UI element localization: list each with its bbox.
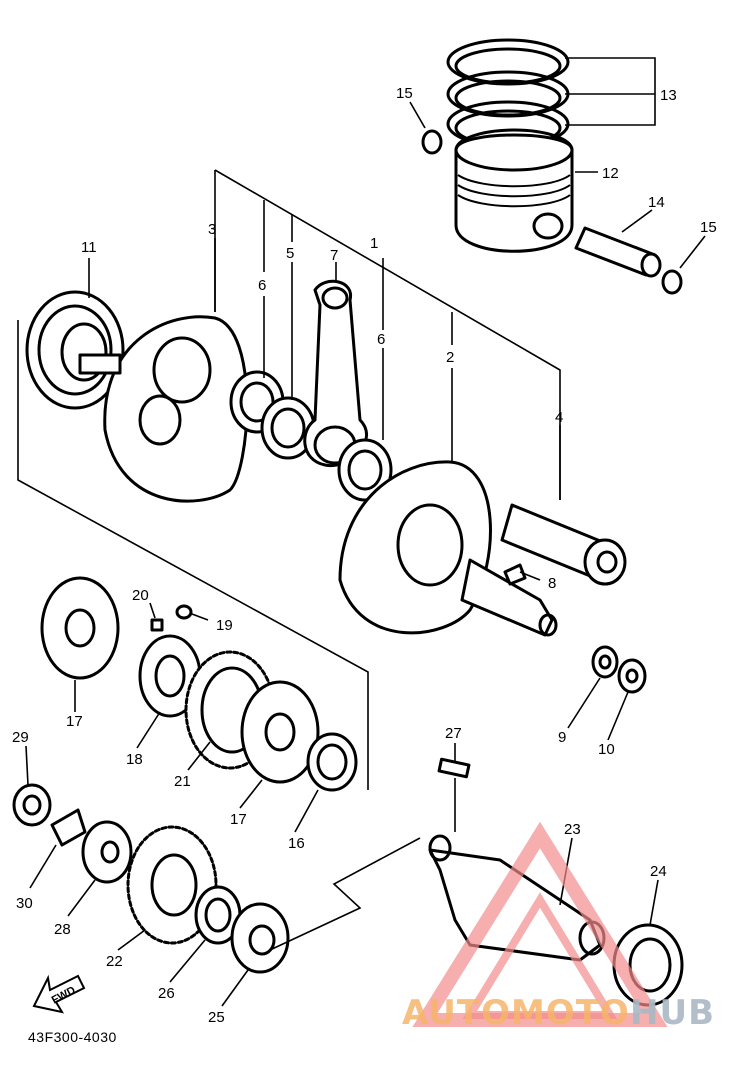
leader-lines xyxy=(25,57,706,1007)
callout-24: 24 xyxy=(650,863,667,880)
washer-28 xyxy=(81,820,133,884)
gear-22 xyxy=(126,825,218,945)
callout-11: 11 xyxy=(81,239,97,256)
nut-29 xyxy=(12,783,52,827)
piston xyxy=(454,128,574,253)
callout-17-right: 17 xyxy=(230,811,247,828)
callout-27: 27 xyxy=(445,725,462,742)
callout-3: 3 xyxy=(208,221,216,238)
callout-21: 21 xyxy=(174,773,191,790)
watermark: AUTOMOTO HUB xyxy=(402,821,715,1033)
lock-washer-30 xyxy=(50,808,87,847)
callout-13: 13 xyxy=(660,87,677,104)
callout-23: 23 xyxy=(564,821,581,838)
callout-10: 10 xyxy=(598,741,615,758)
washer-6-right xyxy=(337,438,393,502)
callout-4: 4 xyxy=(555,409,563,426)
bearing-26 xyxy=(194,885,242,945)
callout-labels: 1 2 3 4 5 6 6 7 8 9 10 11 12 13 14 15 15… xyxy=(12,85,717,1026)
screw-19 xyxy=(175,604,193,620)
watermark-text-hub: HUB xyxy=(630,993,715,1033)
watermark-text-automoto: AUTOMOTO xyxy=(402,993,630,1033)
connecting-rod-7 xyxy=(303,279,368,467)
woodruff-key-8 xyxy=(503,563,527,586)
pin-20 xyxy=(150,618,164,632)
circlip-left xyxy=(421,129,443,155)
bearing-25 xyxy=(230,902,290,974)
key-27 xyxy=(437,757,471,779)
crankshaft-right xyxy=(338,460,558,637)
callout-19: 19 xyxy=(216,617,233,634)
callout-2: 2 xyxy=(446,349,454,366)
needle-bearing-5 xyxy=(260,396,316,460)
plate-17-left xyxy=(40,576,120,680)
triangle-logo-icon xyxy=(412,821,668,1027)
piston-pin xyxy=(574,226,662,278)
callout-28: 28 xyxy=(54,921,71,938)
callout-7: 7 xyxy=(330,247,338,264)
callout-9: 9 xyxy=(558,729,566,746)
callout-20: 20 xyxy=(132,587,149,604)
callout-15-left: 15 xyxy=(396,85,413,102)
callout-22: 22 xyxy=(106,953,123,970)
forward-arrow-icon: FWD xyxy=(32,974,86,1014)
washer-16 xyxy=(306,732,358,792)
callout-6-left: 6 xyxy=(258,277,266,294)
callout-29: 29 xyxy=(12,729,29,746)
callout-6-right: 6 xyxy=(377,331,385,348)
callout-12: 12 xyxy=(602,165,619,182)
callout-25: 25 xyxy=(208,1009,225,1026)
plate-17-right xyxy=(240,680,320,784)
callout-18: 18 xyxy=(126,751,143,768)
circlip-right xyxy=(661,269,683,295)
callout-16: 16 xyxy=(288,835,305,852)
callout-14: 14 xyxy=(648,194,665,211)
callout-17-left: 17 xyxy=(66,713,83,730)
callout-8: 8 xyxy=(548,575,556,592)
balancer-leader xyxy=(269,837,421,951)
diagram-code: 43F300-4030 xyxy=(28,1029,117,1045)
callout-5: 5 xyxy=(286,245,294,262)
crank-pin-4 xyxy=(500,503,627,586)
callout-15-right: 15 xyxy=(700,219,717,236)
bearing-11 xyxy=(25,290,125,410)
nut-10 xyxy=(617,658,647,694)
callout-30: 30 xyxy=(16,895,33,912)
callout-26: 26 xyxy=(158,985,175,1002)
callout-1: 1 xyxy=(370,235,378,252)
washer-9 xyxy=(591,645,619,679)
